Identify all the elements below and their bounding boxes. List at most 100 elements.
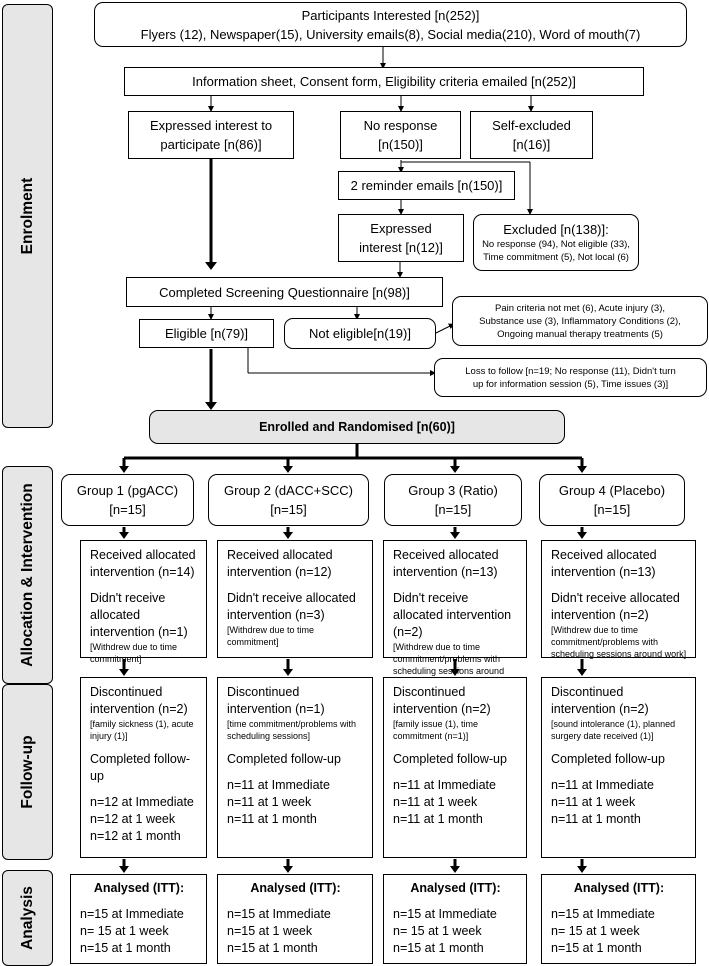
group-3-discontinued-detail: [family issue (1), time commitment (n=1)… <box>393 719 479 741</box>
eligible-text: Eligible [n(79)] <box>164 326 249 341</box>
emailed-box: Information sheet, Consent form, Eligibi… <box>124 67 644 96</box>
not-eligible-reasons-line3: Ongoing manual therapy treatments (5) <box>497 328 663 340</box>
excluded-title: Excluded [n(138)]: <box>503 222 609 237</box>
screening-questionnaire-text: Completed Screening Questionnaire [n(98)… <box>159 284 410 300</box>
participants-interested-sources: Flyers (12), Newspaper(15), University e… <box>140 26 641 42</box>
group-3-completed-immediate: n=11 at Immediate <box>393 778 496 792</box>
group-2-analysed-month: n=15 at 1 month <box>227 941 318 955</box>
group-3-discontinued: Discontinued intervention (n=2) <box>393 685 491 716</box>
screening-questionnaire-box: Completed Screening Questionnaire [n(98)… <box>126 277 443 307</box>
phase-label-enrolment: Enrolment <box>2 4 53 428</box>
excluded-box: Excluded [n(138)]: No response (94), Not… <box>473 214 639 271</box>
expressed-interest-line2: participate [n(86)] <box>160 137 262 152</box>
group-1-not-received: Didn't receive allocated intervention (n… <box>90 591 188 639</box>
group-2-not-received-detail: [Withdrew due to time commitment] <box>227 625 315 647</box>
group-1-completed-month: n=12 at 1 month <box>90 829 181 843</box>
group-1-discontinued-detail: [family sickness (1), acute injury (1)] <box>90 719 194 741</box>
eligible-box: Eligible [n(79)] <box>139 319 274 348</box>
no-response-line1: No response <box>363 118 438 133</box>
group-3-n: [n=15] <box>434 502 472 517</box>
group-1-completed-immediate: n=12 at Immediate <box>90 795 194 809</box>
group-1-followup: Discontinued intervention (n=2) [family … <box>80 677 207 858</box>
group-3-allocation: Received allocated intervention (n=13) D… <box>383 540 527 688</box>
group-4-n: [n=15] <box>593 502 631 517</box>
group-4-analysed-title: Analysed (ITT): <box>573 881 665 895</box>
group-3-followup: Discontinued intervention (n=2) [family … <box>383 677 527 858</box>
group-1-analysed-title: Analysed (ITT): <box>93 881 185 895</box>
group-1-n: [n=15] <box>109 502 146 517</box>
group-4-followup: Discontinued intervention (n=2) [sound i… <box>541 677 696 858</box>
group-2-analysis: Analysed (ITT): n=15 at Immediate n=15 a… <box>217 874 373 964</box>
loss-to-follow-line1: Loss to follow [n=19; No response (11), … <box>465 365 676 377</box>
not-eligible-reasons-line2: Substance use (3), Inflammatory Conditio… <box>479 315 681 327</box>
group-1-allocation: Received allocated intervention (n=14) D… <box>80 540 207 664</box>
group-4-allocation: Received allocated intervention (n=13) D… <box>541 540 696 659</box>
expressed-interest-2-box: Expressed interest [n(12)] <box>338 214 464 262</box>
phase-label-analysis: Analysis <box>2 870 53 966</box>
group-3-completed-title: Completed follow-up <box>393 752 507 766</box>
group-3-not-received: Didn't receive allocated intervention (n… <box>393 591 512 639</box>
group-2-completed-immediate: n=11 at Immediate <box>227 778 330 792</box>
group-4-not-received: Didn't receive allocated intervention (n… <box>551 591 680 622</box>
group-1-title: Group 1 (pgACC) <box>76 483 179 498</box>
phase-label-followup: Follow-up <box>2 684 53 860</box>
group-3-analysed-week: n= 15 at 1 week <box>393 924 482 938</box>
enrolled-randomised-text: Enrolled and Randomised [n(60)] <box>259 420 455 434</box>
group-4-completed-week: n=11 at 1 week <box>551 795 636 809</box>
group-2-completed-month: n=11 at 1 month <box>227 812 317 826</box>
group-4-completed-immediate: n=11 at Immediate <box>551 778 654 792</box>
expressed-interest-2-line1: Expressed <box>370 221 432 236</box>
group-4-discontinued: Discontinued intervention (n=2) <box>551 685 649 716</box>
group-4-analysed-immediate: n=15 at Immediate <box>551 907 655 921</box>
group-2-allocation: Received allocated intervention (n=12) D… <box>217 540 373 658</box>
group-1-analysed-month: n=15 at 1 month <box>80 941 171 955</box>
self-excluded-box: Self-excluded [n(16)] <box>470 111 593 159</box>
group-2-received: Received allocated intervention (n=12) <box>227 548 333 579</box>
group-4-analysed-month: n=15 at 1 month <box>551 941 642 955</box>
phase-label-allocation: Allocation & Intervention <box>2 466 53 684</box>
group-2-completed-title: Completed follow-up <box>227 752 341 766</box>
not-eligible-text: Not eligible[n(19)] <box>309 326 411 341</box>
group-1-analysis: Analysed (ITT): n=15 at Immediate n= 15 … <box>70 874 207 964</box>
group-2-header: Group 2 (dACC+SCC) [n=15] <box>208 474 369 526</box>
group-4-completed-title: Completed follow-up <box>551 752 665 766</box>
group-1-analysed-week: n= 15 at 1 week <box>80 924 169 938</box>
reminder-emails-box: 2 reminder emails [n(150)] <box>338 171 515 200</box>
group-1-received: Received allocated intervention (n=14) <box>90 548 196 579</box>
group-2-discontinued-detail: [time commitment/problems with schedulin… <box>227 719 357 741</box>
group-2-analysed-week: n=15 at 1 week <box>227 924 313 938</box>
expressed-interest-line1: Expressed interest to <box>149 118 273 133</box>
not-eligible-box: Not eligible[n(19)] <box>284 318 436 349</box>
reminder-emails-text: 2 reminder emails [n(150)] <box>350 178 503 193</box>
no-response-line2: [n(150)] <box>378 137 423 152</box>
group-3-analysis: Analysed (ITT): n=15 at Immediate n= 15 … <box>383 874 527 964</box>
group-3-received: Received allocated intervention (n=13) <box>393 548 499 579</box>
group-2-completed-week: n=11 at 1 week <box>227 795 312 809</box>
group-2-not-received: Didn't receive allocated intervention (n… <box>227 591 356 622</box>
self-excluded-line1: Self-excluded <box>492 118 571 133</box>
not-eligible-reasons-line1: Pain criteria not met (6), Acute injury … <box>494 302 665 314</box>
participants-interested-box: Participants Interested [n(252)] Flyers … <box>94 2 687 47</box>
group-4-completed-month: n=11 at 1 month <box>551 812 641 826</box>
group-4-not-received-detail: [Withdrew due to time commitment/problem… <box>551 625 687 659</box>
group-3-header: Group 3 (Ratio) [n=15] <box>384 474 522 526</box>
group-1-completed-week: n=12 at 1 week <box>90 812 176 826</box>
group-3-analysed-title: Analysed (ITT): <box>410 881 501 895</box>
group-2-followup: Discontinued intervention (n=1) [time co… <box>217 677 373 858</box>
loss-to-follow-box: Loss to follow [n=19; No response (11), … <box>434 358 707 397</box>
group-2-analysed-immediate: n=15 at Immediate <box>227 907 331 921</box>
group-4-discontinued-detail: [sound intolerance (1), planned surgery … <box>551 719 676 741</box>
no-response-box: No response [n(150)] <box>340 111 461 159</box>
group-2-analysed-title: Analysed (ITT): <box>250 881 341 895</box>
participants-interested-title: Participants Interested [n(252)] <box>301 7 480 23</box>
group-3-completed-month: n=11 at 1 month <box>393 812 483 826</box>
self-excluded-line2: [n(16)] <box>512 137 551 152</box>
group-1-not-received-detail: [Withdrew due to time commitment] <box>90 642 178 664</box>
enrolled-randomised-box: Enrolled and Randomised [n(60)] <box>149 410 565 444</box>
loss-to-follow-line2: up for information session (5), Time iss… <box>472 378 669 390</box>
group-1-analysed-immediate: n=15 at Immediate <box>80 907 184 921</box>
group-1-header: Group 1 (pgACC) [n=15] <box>61 474 194 526</box>
group-1-completed-title: Completed follow-up <box>90 752 191 783</box>
emailed-text: Information sheet, Consent form, Eligibi… <box>192 74 576 89</box>
